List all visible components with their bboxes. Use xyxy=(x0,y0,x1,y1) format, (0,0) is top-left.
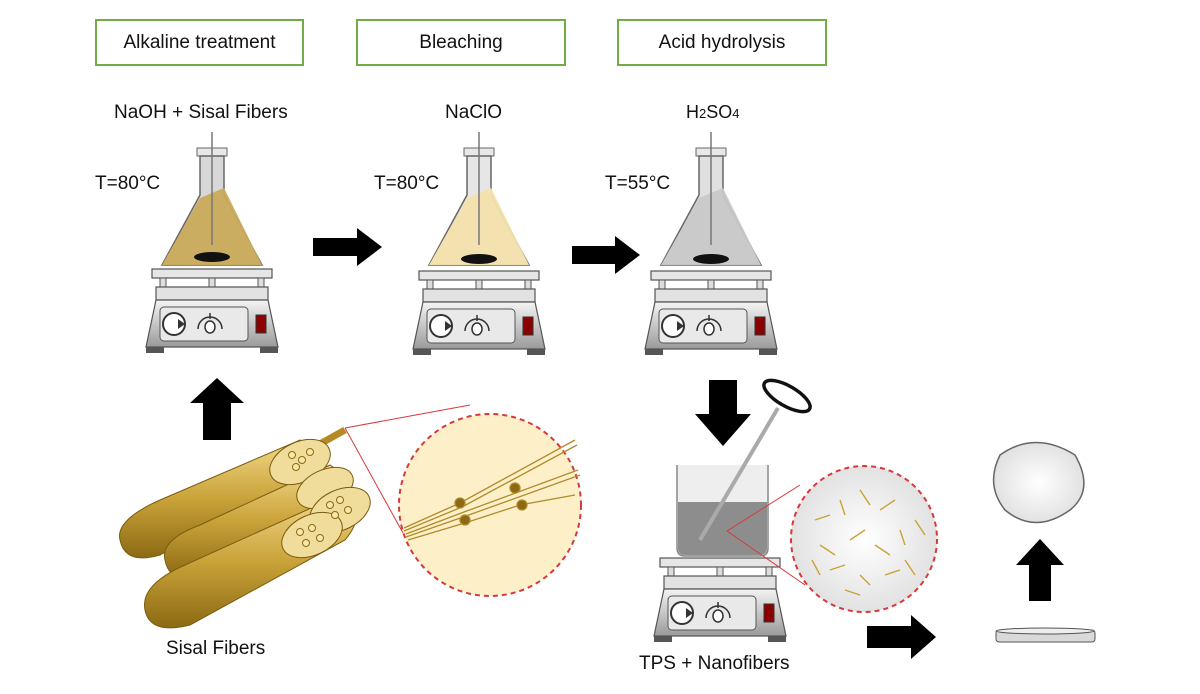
hotplate-3 xyxy=(644,270,778,356)
reagent-label-naoh: NaOH + Sisal Fibers xyxy=(114,102,288,123)
step-box-acid-hydrolysis: Acid hydrolysis xyxy=(617,19,827,66)
flask-bleaching xyxy=(427,132,531,266)
step-title: Bleaching xyxy=(419,31,503,53)
hotplate-2 xyxy=(412,270,546,356)
fiber-zoom-circle xyxy=(398,413,582,597)
step-title: Alkaline treatment xyxy=(123,31,276,53)
hotplate-4 xyxy=(653,557,787,643)
beaker-tps xyxy=(676,378,812,557)
microfibril-strands xyxy=(403,439,581,541)
temperature-label-2: T=80°C xyxy=(374,173,440,194)
hotplate-1 xyxy=(145,268,279,354)
arrow-up-1 xyxy=(190,378,244,440)
step-box-alkaline-treatment: Alkaline treatment xyxy=(95,19,304,66)
temperature-label-3: T=55°C xyxy=(605,173,671,194)
arrow-right-1 xyxy=(313,228,382,266)
arrow-right-3 xyxy=(867,615,936,659)
flask-acid xyxy=(659,132,763,266)
nanofibers xyxy=(811,489,926,596)
flask-alkaline xyxy=(160,132,264,266)
arrow-down-1 xyxy=(695,380,751,446)
step-box-bleaching: Bleaching xyxy=(356,19,566,66)
reagent-label-naclo: NaClO xyxy=(445,102,503,123)
reagent-label-h2so4: H2SO4 xyxy=(686,102,740,122)
tps-nanofibers-label: TPS + Nanofibers xyxy=(639,653,790,674)
tps-film xyxy=(992,441,1085,524)
sisal-fibers-label: Sisal Fibers xyxy=(166,638,266,659)
step-title: Acid hydrolysis xyxy=(658,31,786,53)
temperature-label-1: T=80°C xyxy=(95,173,161,194)
nanofiber-zoom-circle xyxy=(790,465,938,613)
sisal-fiber-bundle xyxy=(119,426,371,629)
petri-dish xyxy=(995,627,1096,643)
arrow-up-2 xyxy=(1016,539,1064,601)
arrow-right-2 xyxy=(572,236,640,274)
